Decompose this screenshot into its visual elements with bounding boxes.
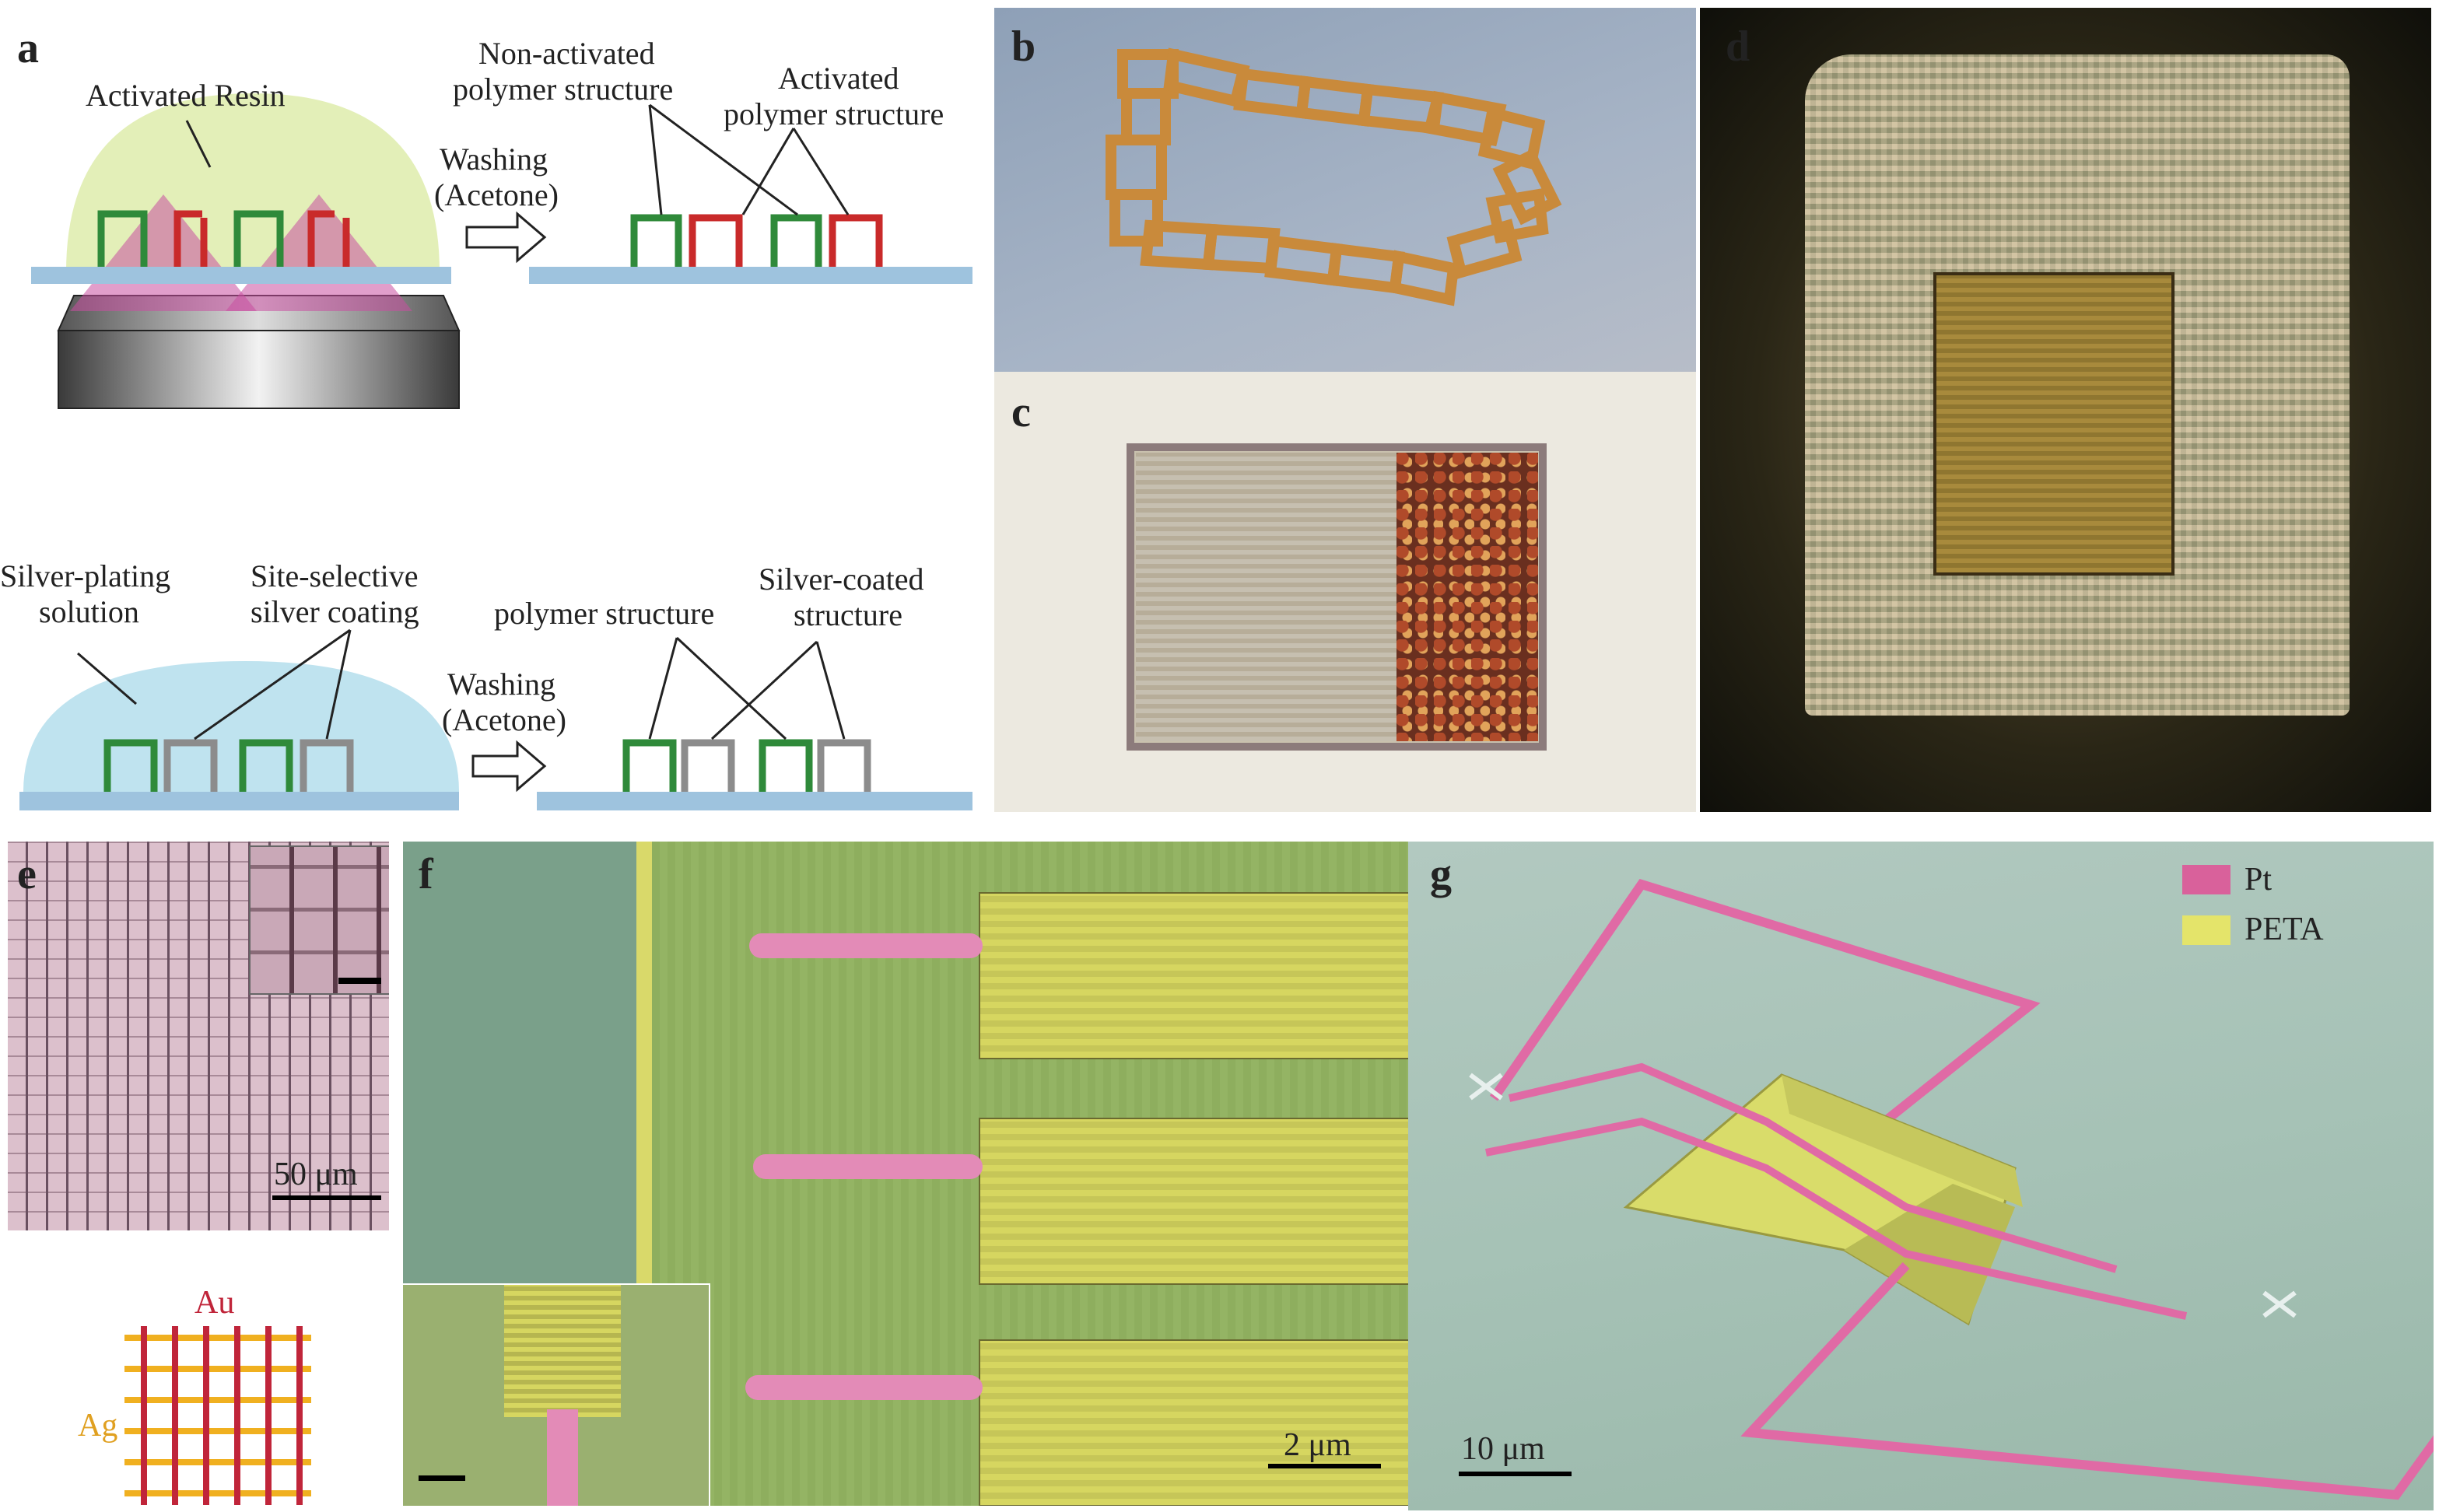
silver-coated-2: structure: [794, 597, 902, 632]
panel-g-scalebar-label: 10 μm: [1461, 1431, 1545, 1467]
plating-2: solution: [39, 594, 139, 629]
panel-g-label: g: [1430, 850, 1452, 898]
silver-coated-1: Silver-coated: [759, 562, 924, 597]
panel-b-label: b: [1011, 23, 1036, 71]
pt-peta-structure: [1459, 865, 2434, 1500]
pt-wire-1: [749, 933, 983, 958]
resin-label: Activated Resin: [86, 78, 286, 113]
pt-wire-2: [753, 1154, 983, 1179]
activated-2: polymer structure: [724, 96, 944, 131]
washing-top-2: (Acetone): [434, 177, 559, 212]
site-selective-1: Site-selective: [251, 558, 419, 593]
panel-d-image: [1700, 8, 2431, 812]
legend-peta-label: PETA: [2245, 912, 2324, 947]
panel-a-top-diagram: [31, 93, 972, 409]
panel-f-inset: [403, 1283, 710, 1506]
nonactivated-1: Non-activated: [478, 36, 655, 71]
chain-links: [1106, 47, 1562, 306]
panel-c-label: c: [1011, 388, 1031, 436]
washing-bottom-1: Washing: [447, 667, 555, 702]
polymer-structure: polymer structure: [494, 596, 715, 631]
panel-e-label: e: [17, 850, 37, 898]
legend-pt-label: Pt: [2245, 862, 2273, 898]
panel-f-image: [403, 842, 1414, 1506]
panel-g-image: [1408, 842, 2434, 1510]
site-selective-2: silver coating: [251, 594, 419, 629]
panel-a-bottom-diagram: [19, 628, 972, 810]
panel-e-image: [8, 842, 389, 1230]
panel-f-label: f: [419, 850, 433, 898]
panel-f-scalebar-label: 2 μm: [1284, 1427, 1351, 1463]
panel-a-label: a: [17, 24, 39, 72]
panel-e-inset: [249, 845, 389, 995]
au-label: Au: [194, 1285, 235, 1321]
activated-1: Activated: [778, 61, 899, 96]
ag-label: Ag: [78, 1408, 118, 1444]
panel-e-scalebar-label: 50 μm: [274, 1157, 358, 1192]
nonactivated-2: polymer structure: [453, 72, 674, 107]
panel-d-label: d: [1726, 23, 1750, 71]
panel-b-image: [994, 8, 1696, 372]
washing-top-1: Washing: [440, 142, 548, 177]
pt-wire-3: [745, 1375, 983, 1400]
washing-bottom-2: (Acetone): [442, 702, 566, 737]
panel-c-image: [994, 372, 1696, 812]
panel-e-grid-diagram: [124, 1326, 311, 1505]
plating-1: Silver-plating: [0, 558, 171, 593]
